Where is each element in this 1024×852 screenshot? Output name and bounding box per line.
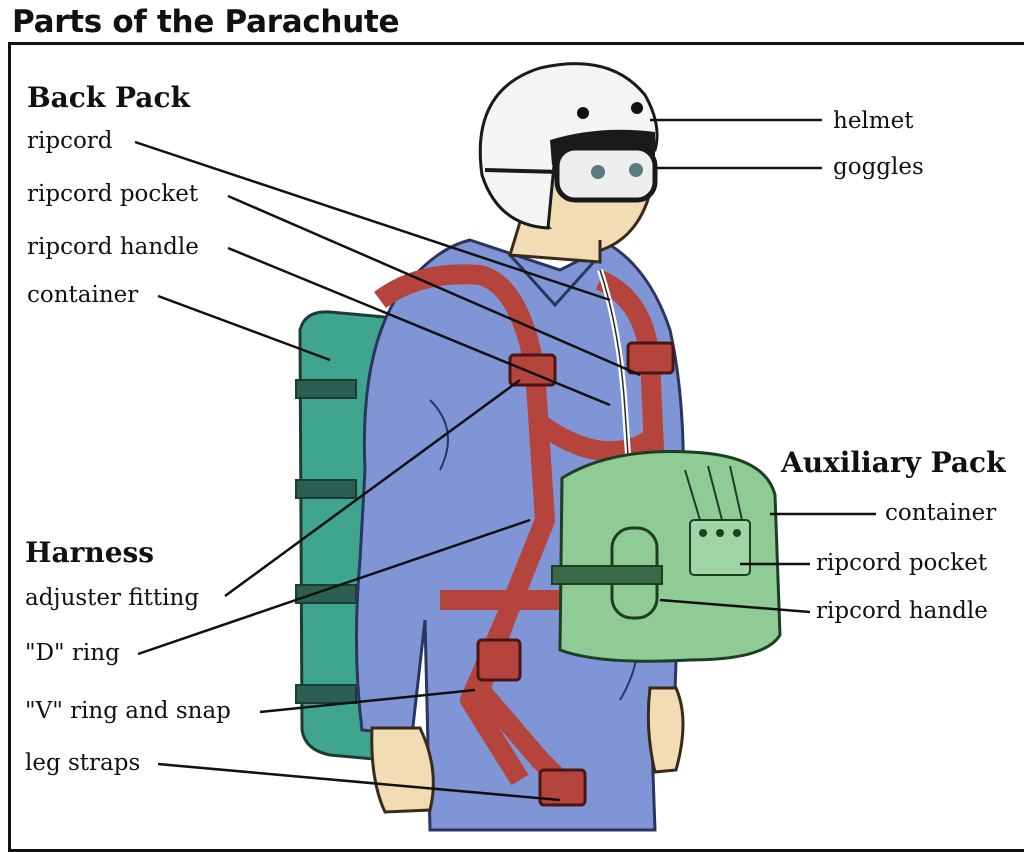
leg-straps-label: leg straps [25, 750, 141, 776]
harness-heading: Harness [25, 536, 155, 569]
auxiliary-pack-heading: Auxiliary Pack [781, 446, 1006, 479]
goggles-label: goggles [833, 154, 924, 180]
auxiliary-ripcord-pocket-label: ripcord pocket [816, 550, 988, 576]
auxiliary-ripcord-handle-label: ripcord handle [816, 598, 988, 624]
back-pack-ripcord-pocket-label: ripcord pocket [27, 181, 199, 207]
auxiliary-container-label: container [885, 500, 997, 526]
back-pack-ripcord-label: ripcord [27, 128, 113, 154]
left-hand [370, 726, 435, 814]
goggles-frame [484, 145, 658, 203]
leader-lines [134, 118, 876, 802]
d-ring-label: "D" ring [25, 640, 120, 666]
adjuster-fitting-label: adjuster fitting [25, 585, 200, 611]
back-pack-heading: Back Pack [27, 81, 190, 114]
back-pack-ripcord-handle-label: ripcord handle [27, 234, 199, 260]
right-hand [646, 686, 685, 774]
harness-hardware [476, 341, 675, 807]
back-pack-container-label: container [27, 282, 139, 308]
auxiliary-pack-container [551, 450, 782, 663]
helmet-label: helmet [833, 108, 914, 134]
diagram-title: Parts of the Parachute [12, 4, 400, 40]
v-ring-and-snap-label: "V" ring and snap [25, 698, 231, 724]
